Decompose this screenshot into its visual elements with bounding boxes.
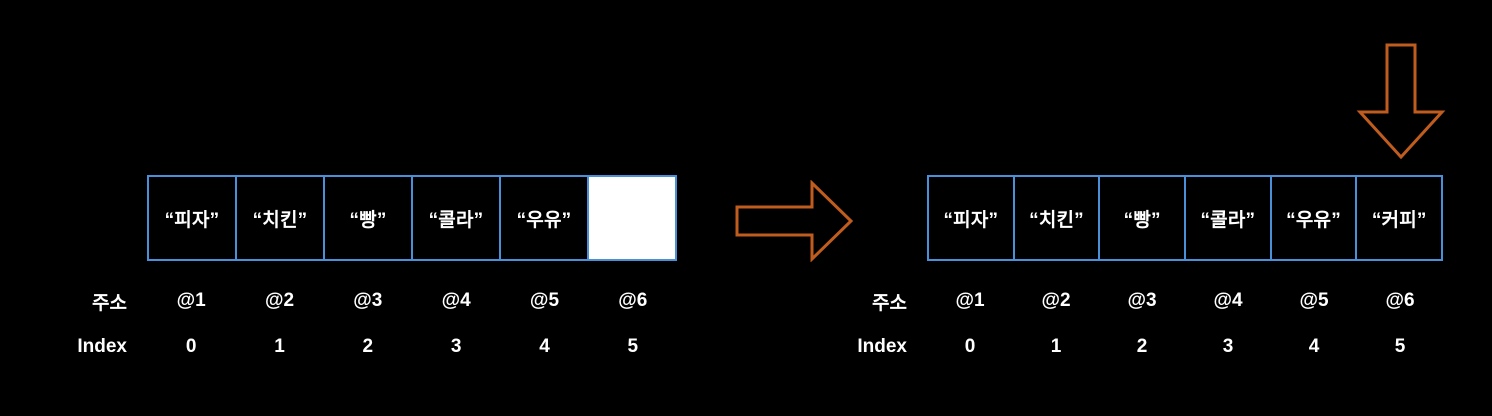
array-cell: “치킨”: [1014, 177, 1101, 259]
address-label: @6: [618, 290, 648, 311]
address-label: @2: [264, 290, 295, 311]
after-address-values: @1 @2 @3 @4 @5 @6: [927, 290, 1443, 312]
before-array-group: “피자” “치킨” “빵” “콜라” “우유”: [147, 175, 677, 261]
before-address-row-title: 주소: [92, 292, 127, 314]
arrow-right-icon: [734, 180, 854, 262]
address-label: @3: [1127, 290, 1157, 311]
index-label: 4: [539, 336, 550, 357]
address-label: @5: [1299, 290, 1329, 311]
before-index-row: Index 0 1 2 3 4 5: [20, 334, 677, 360]
address-label: @4: [1213, 290, 1243, 311]
before-array-labels: 주소 @1 @2 @3 @4 @5 @6 Index 0 1 2 3 4 5: [20, 288, 677, 360]
array-cell: “치킨”: [237, 177, 325, 259]
address-label: @6: [1385, 290, 1415, 311]
index-label: 2: [1136, 336, 1148, 357]
array-cell: “빵”: [325, 177, 413, 259]
address-label: @1: [955, 290, 985, 311]
array-cell: “콜라”: [1186, 177, 1272, 259]
address-label: @3: [353, 290, 383, 311]
after-address-row: 주소 @1 @2 @3 @4 @5 @6: [800, 288, 1443, 314]
index-label: 0: [185, 336, 197, 357]
before-array-row: “피자” “치킨” “빵” “콜라” “우유”: [147, 175, 677, 261]
address-label: @2: [1041, 290, 1071, 311]
index-label: 1: [274, 336, 285, 357]
before-address-values: @1 @2 @3 @4 @5 @6: [147, 290, 677, 312]
address-label: @5: [529, 290, 560, 311]
index-label: 1: [1050, 336, 1062, 357]
before-index-values: 0 1 2 3 4 5: [147, 336, 677, 358]
index-label: 5: [1394, 336, 1406, 357]
array-cell: “우유”: [1271, 177, 1358, 259]
before-address-row: 주소 @1 @2 @3 @4 @5 @6: [20, 288, 677, 314]
index-label: 3: [1222, 336, 1234, 357]
array-cell: “빵”: [1100, 177, 1187, 259]
index-label: 5: [627, 336, 639, 357]
index-label: 2: [362, 336, 374, 357]
after-index-values: 0 1 2 3 4 5: [927, 336, 1443, 358]
after-array-labels: 주소 @1 @2 @3 @4 @5 @6 Index 0 1 2 3 4 5: [800, 288, 1443, 360]
index-label: 4: [1308, 336, 1320, 357]
array-cell: “우유”: [501, 177, 589, 259]
array-cell: “피자”: [929, 177, 1015, 259]
after-index-row: Index 0 1 2 3 4 5: [800, 334, 1443, 360]
address-label: @1: [176, 290, 206, 311]
after-array-row: “피자” “치킨” “빵” “콜라” “우유” “커피”: [927, 175, 1443, 261]
arrow-down-icon: [1356, 42, 1446, 160]
after-array-group: “피자” “치킨” “빵” “콜라” “우유” “커피”: [927, 175, 1443, 261]
array-cell: “콜라”: [413, 177, 501, 259]
array-cell: “피자”: [149, 177, 237, 259]
index-label: 3: [450, 336, 462, 357]
address-label: @4: [441, 290, 471, 311]
after-address-row-title: 주소: [872, 292, 907, 314]
before-index-row-title: Index: [77, 336, 127, 357]
array-cell-empty: [589, 177, 675, 259]
after-index-row-title: Index: [857, 336, 907, 357]
index-label: 0: [964, 336, 976, 357]
array-cell-inserted: “커피”: [1357, 177, 1442, 259]
